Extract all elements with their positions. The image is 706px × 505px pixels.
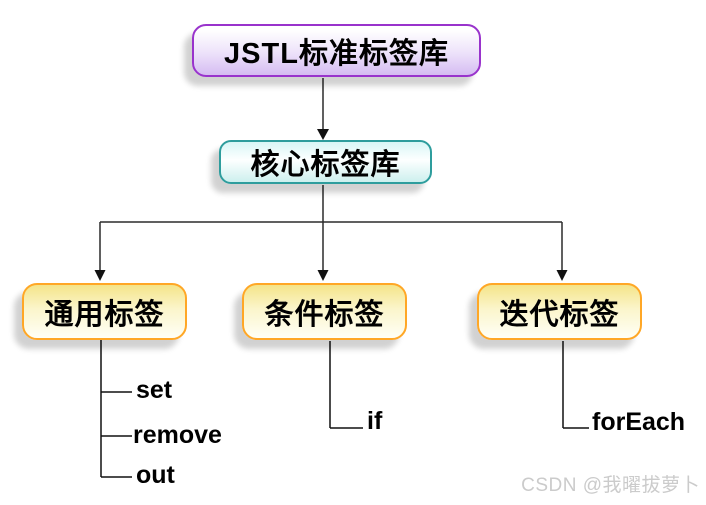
node-core-library: 核心标签库: [219, 140, 432, 184]
node-condition-tags-label: 条件标签: [264, 298, 385, 331]
node-iteration-tags: 迭代标签: [477, 283, 642, 340]
node-general-tags: 通用标签: [22, 283, 187, 340]
leaf-remove: remove: [133, 421, 222, 449]
connector-core-branch: [94, 185, 568, 281]
leaf-set: set: [136, 376, 173, 404]
connector-iteration-tree: [562, 341, 589, 429]
connector-condition-tree: [329, 341, 363, 429]
node-jstl-root: JSTL标准标签库: [192, 24, 481, 77]
node-core-library-label: 核心标签库: [250, 149, 401, 181]
leaf-if: if: [367, 407, 383, 435]
node-general-tags-label: 通用标签: [44, 298, 165, 331]
node-jstl-root-label: JSTL标准标签库: [224, 37, 449, 70]
leaf-foreach: forEach: [592, 408, 686, 436]
leaf-out: out: [136, 461, 175, 489]
node-iteration-tags-label: 迭代标签: [499, 298, 620, 331]
node-condition-tags: 条件标签: [242, 283, 407, 340]
connector-root-to-core: [317, 78, 329, 140]
csdn-watermark: CSDN @我曜拔萝卜: [521, 475, 700, 496]
connector-general-tree: [100, 340, 132, 478]
